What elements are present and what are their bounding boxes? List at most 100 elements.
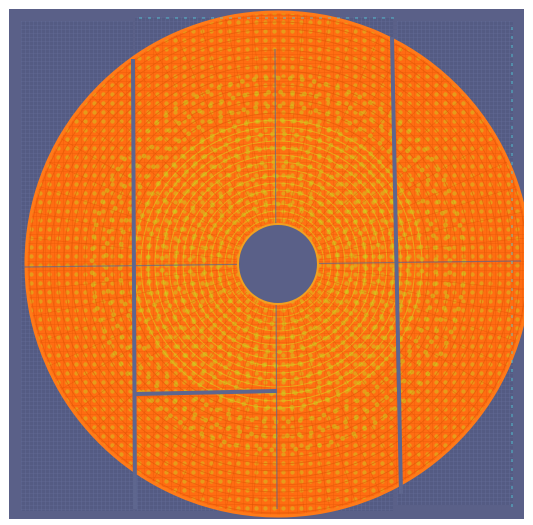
mesh-cell: [174, 274, 180, 280]
mesh-cell: [98, 317, 104, 323]
mesh-cell: [278, 335, 283, 341]
mesh-cell: [122, 301, 128, 307]
mesh-spoke: [59, 284, 242, 391]
mesh-cell: [178, 419, 183, 425]
mesh-cell: [293, 146, 299, 152]
mesh-cell: [410, 390, 415, 395]
mesh-cell: [301, 330, 307, 336]
mesh-cell: [322, 318, 328, 324]
mesh-cell: [115, 323, 120, 329]
mesh-cell: [192, 361, 197, 367]
mesh-cell: [168, 334, 173, 340]
mesh-cell: [253, 105, 259, 110]
mesh-cell: [197, 195, 203, 201]
mesh-cell: [198, 328, 204, 334]
mesh-cell: [325, 111, 330, 117]
mesh-cell: [96, 210, 102, 216]
mesh-cell: [309, 180, 314, 186]
mesh-cell: [143, 174, 149, 179]
mesh-cell: [228, 204, 234, 210]
mesh-cell: [187, 375, 193, 381]
mesh-cell: [404, 244, 410, 249]
mesh-cell: [404, 326, 409, 332]
mesh-cell: [365, 334, 371, 340]
mesh-cell: [373, 324, 378, 330]
mesh-cell: [270, 131, 275, 137]
mesh-spoke: [199, 303, 266, 504]
mesh-cell: [146, 279, 152, 284]
mesh-cell: [127, 206, 133, 212]
mesh-cell: [391, 347, 397, 352]
detector-render: [9, 9, 524, 519]
mesh-cell: [362, 277, 367, 283]
mesh-cell: [456, 306, 461, 312]
mesh-cell: [135, 296, 141, 302]
mesh-cell: [301, 105, 307, 111]
mesh-cell: [429, 156, 435, 162]
mesh-cell: [187, 269, 193, 275]
mesh-cell: [351, 431, 357, 437]
mesh-cell: [372, 230, 378, 236]
mesh-cell: [118, 241, 124, 247]
mesh-cell: [340, 436, 346, 441]
mesh-cell: [458, 294, 464, 300]
mesh-cell: [304, 388, 310, 394]
mesh-cell: [145, 255, 151, 260]
mesh-cell: [207, 337, 213, 343]
mesh-cell: [261, 189, 266, 194]
mesh-cell: [384, 395, 389, 400]
mesh-cell: [416, 292, 422, 298]
mesh-cell: [300, 345, 306, 351]
mesh-cell: [285, 419, 291, 425]
mesh-cell: [203, 402, 209, 408]
mesh-cell: [157, 136, 163, 141]
mesh-cell: [367, 100, 373, 105]
mesh-cell: [281, 145, 287, 151]
mesh-cell: [90, 282, 96, 288]
mesh-cell: [333, 276, 339, 282]
mesh-cell: [180, 153, 185, 159]
mesh-spoke: [73, 115, 245, 240]
mesh-cell: [287, 76, 293, 81]
mesh-spoke: [225, 17, 270, 223]
mesh-cell: [290, 90, 295, 96]
mesh-cell: [402, 167, 408, 173]
mesh-cell: [125, 371, 131, 377]
mesh-cell: [176, 120, 182, 126]
mesh-cell: [277, 103, 283, 109]
mesh-cell: [388, 131, 393, 137]
mesh-cell: [428, 221, 434, 227]
mesh-cell: [237, 429, 243, 435]
mesh-cell: [354, 300, 360, 306]
mesh-cell: [322, 335, 328, 341]
mesh-cell: [386, 149, 392, 154]
mesh-cell: [100, 199, 106, 205]
mesh-spoke: [305, 76, 447, 233]
mesh-cell: [348, 311, 354, 316]
mesh-cell: [159, 255, 165, 261]
mesh-cell: [257, 147, 262, 152]
mesh-cell: [349, 265, 355, 271]
mesh-cell: [358, 110, 364, 116]
mesh-spoke: [314, 137, 497, 244]
mesh-cell: [158, 155, 164, 160]
mesh-spoke: [38, 276, 239, 343]
mesh-cell: [305, 135, 311, 140]
mesh-cell: [212, 359, 218, 364]
mesh-cell: [137, 184, 143, 190]
mesh-cell: [405, 268, 411, 273]
mesh-cell: [297, 176, 303, 182]
mesh-cell: [117, 265, 123, 271]
mesh-cells: [89, 75, 467, 453]
mesh-cell: [210, 202, 215, 208]
mesh-cell: [167, 220, 173, 226]
mesh-spoke: [90, 95, 247, 237]
mesh-cell: [211, 374, 217, 380]
mesh-cell: [416, 359, 422, 365]
mesh-cell: [332, 408, 338, 414]
mesh-cell: [299, 77, 305, 82]
mesh-cell: [172, 399, 178, 405]
mesh-cell: [117, 194, 122, 200]
mesh-cell: [404, 280, 410, 285]
mesh-cell: [390, 243, 395, 248]
